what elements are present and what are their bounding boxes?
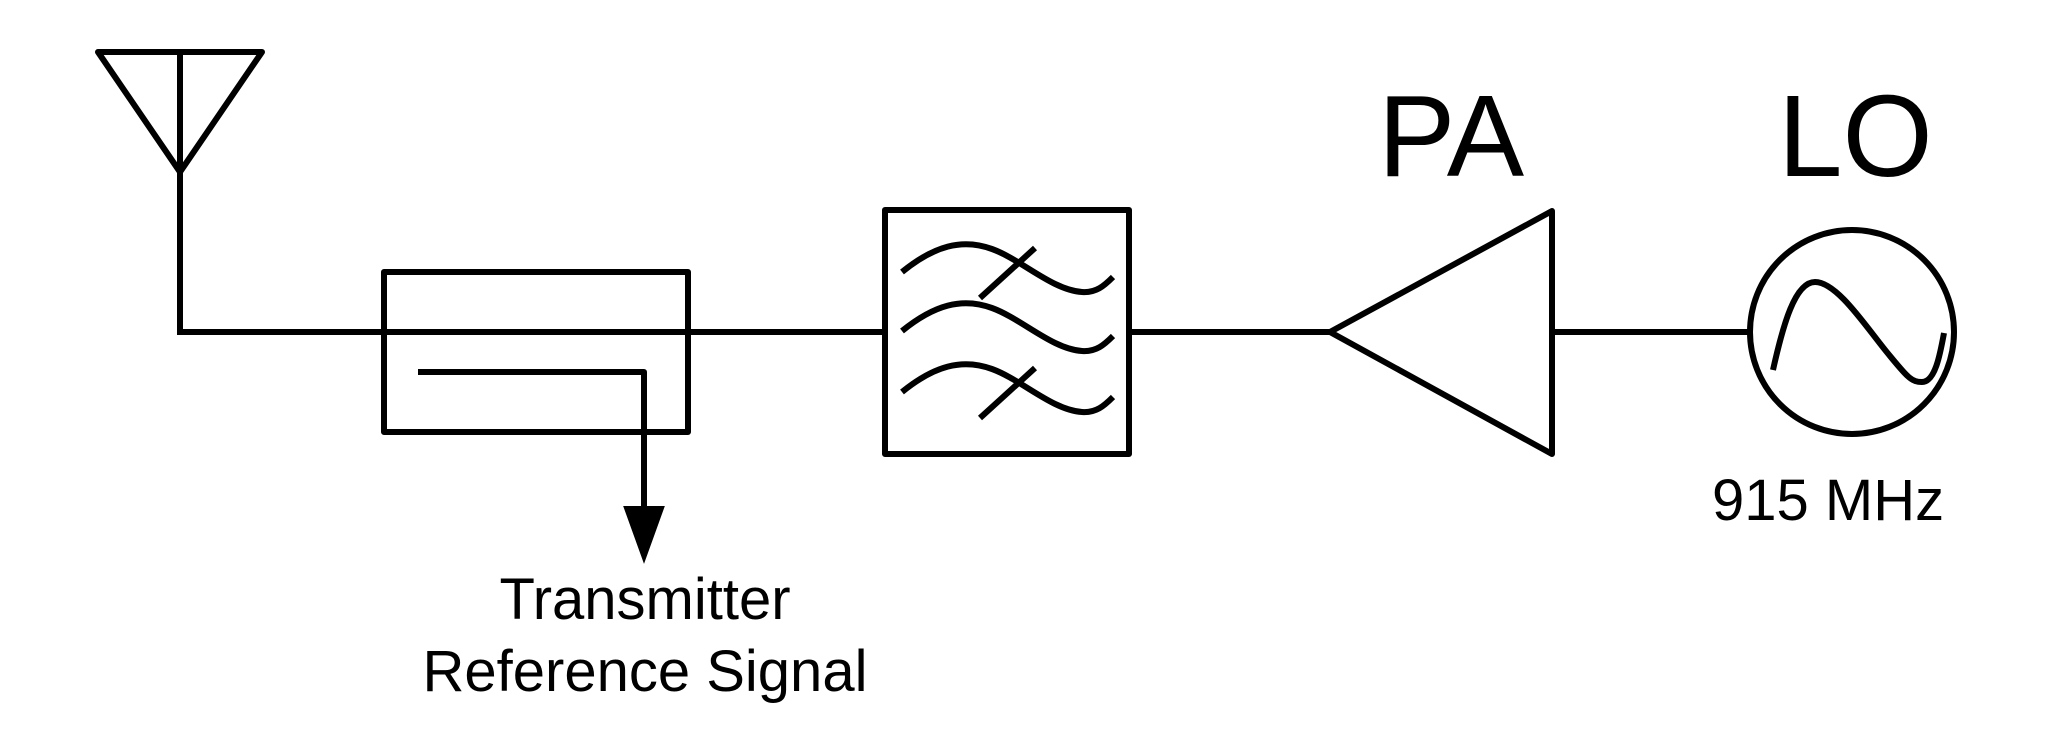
reference-label-line1: Transmitter — [499, 567, 790, 632]
antenna-icon — [95, 49, 265, 335]
amplifier-triangle-icon — [1327, 208, 1555, 457]
lo-frequency-label: 915 MHz — [1712, 468, 1944, 533]
filter-icon — [882, 207, 1132, 457]
arrow-down-icon — [623, 506, 665, 564]
reference-label-line2: Reference Signal — [423, 639, 868, 704]
lo-label: LO — [1778, 71, 1933, 201]
pa-label: PA — [1378, 71, 1525, 201]
sine-source-icon — [1747, 227, 1957, 437]
coupler-icon — [381, 269, 691, 564]
